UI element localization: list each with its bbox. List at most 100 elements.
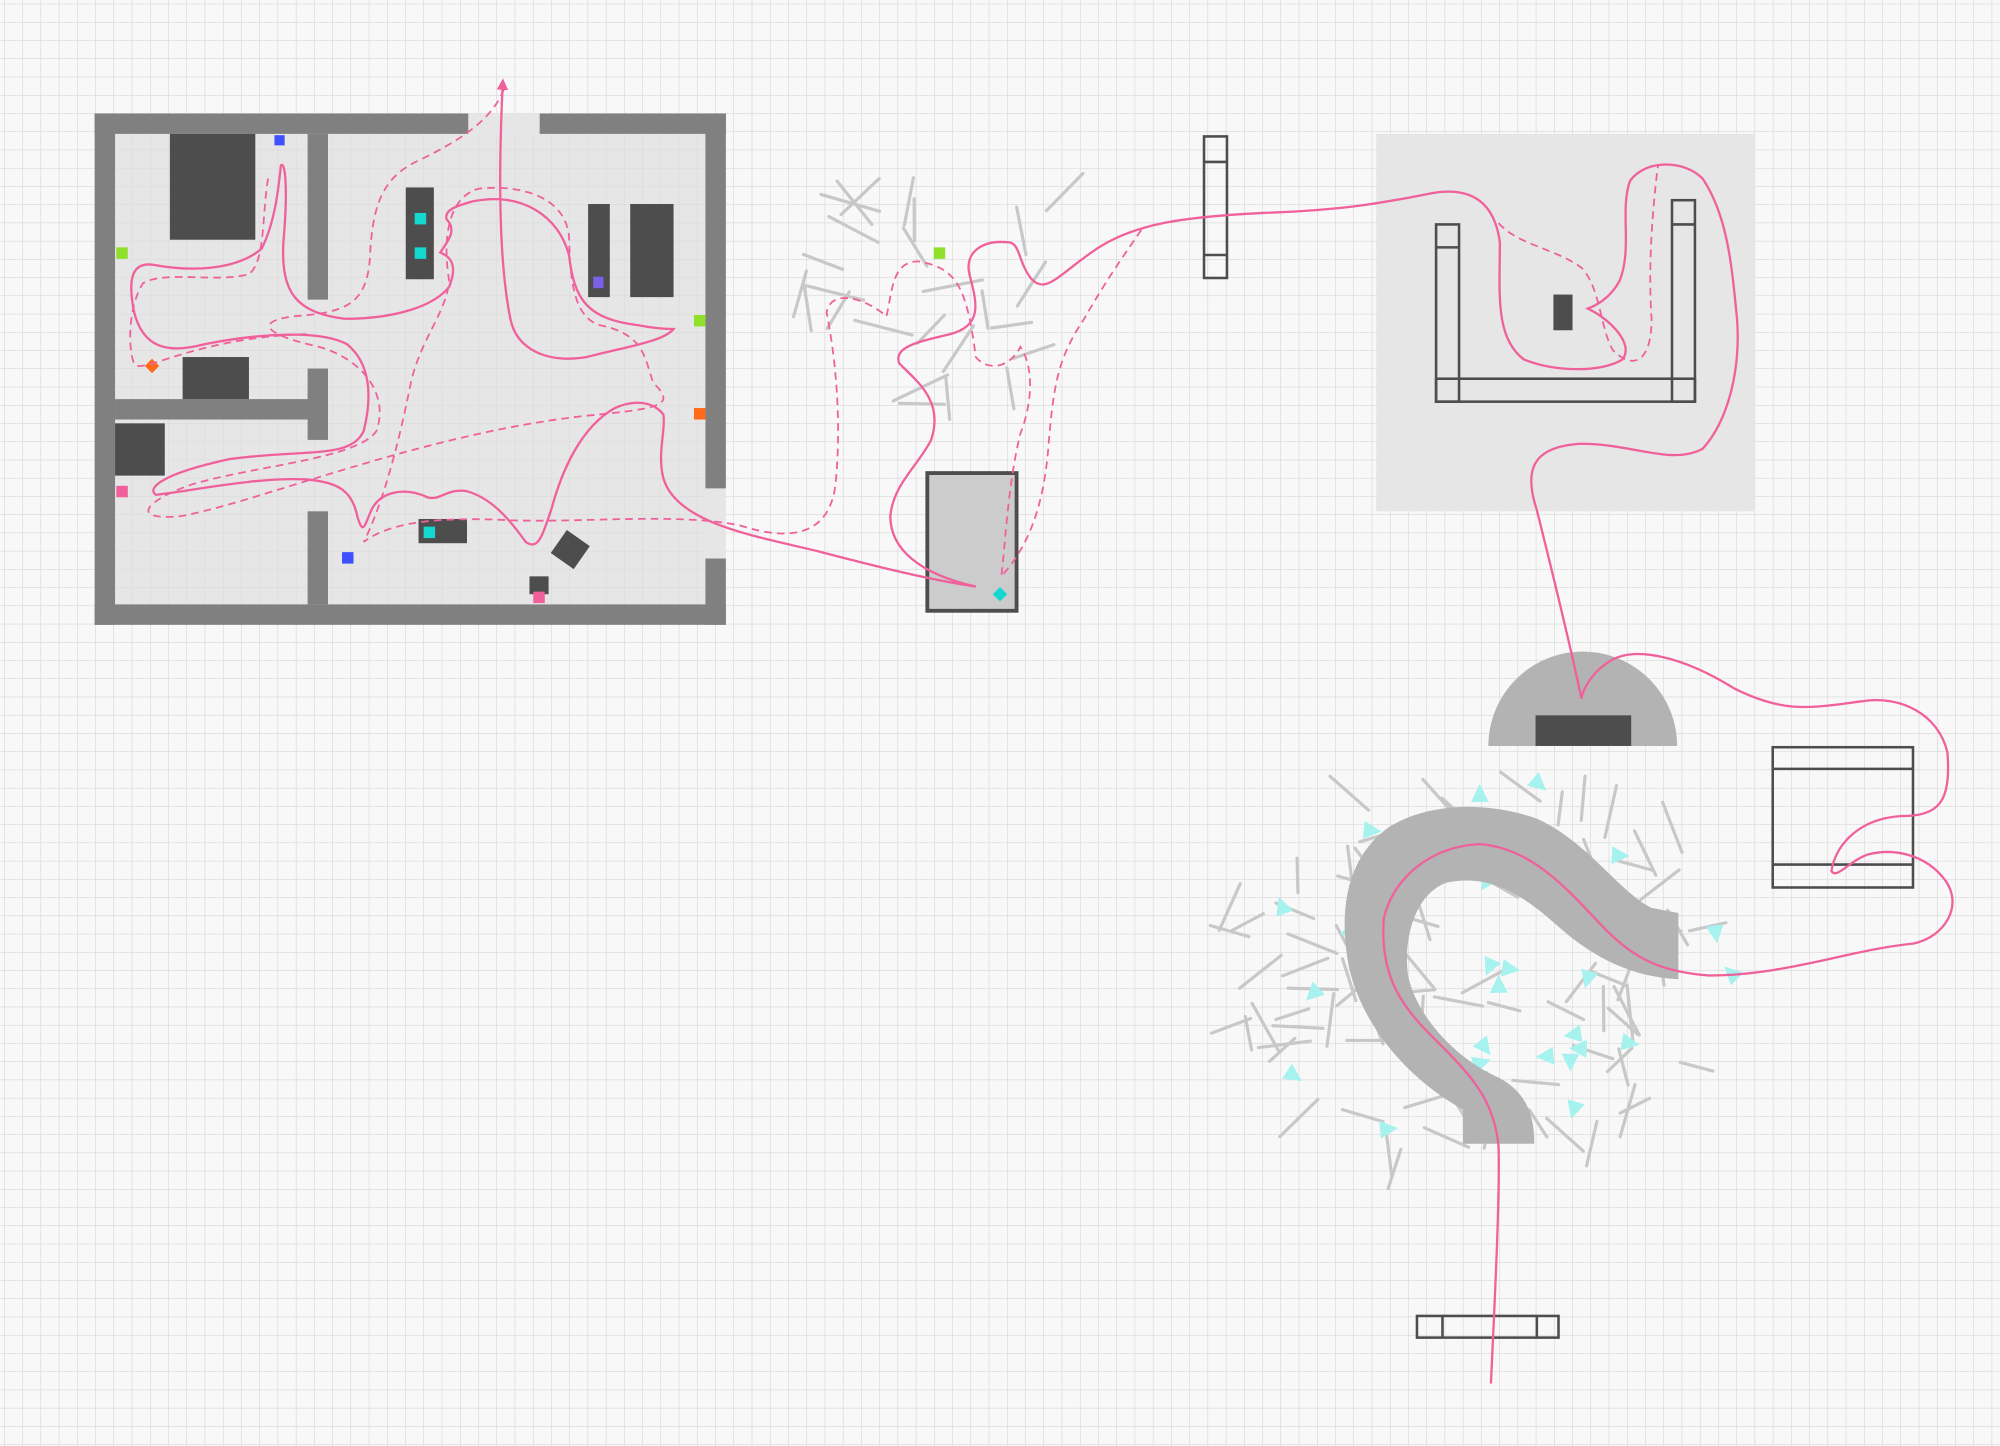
clutter-line (1005, 366, 1016, 411)
clutter-line (802, 282, 813, 333)
clutter-line (1615, 858, 1654, 872)
marker-blue (342, 552, 354, 564)
clutter-line (1208, 923, 1251, 939)
clutter-line (1527, 1108, 1549, 1139)
clutter-line (891, 373, 950, 403)
clutter-line (902, 176, 916, 227)
triangle-marker (1470, 784, 1489, 803)
clutter-line (921, 278, 985, 293)
clutter-line (1243, 1014, 1254, 1052)
clutter-line (1486, 1001, 1522, 1013)
triangle-marker (1362, 820, 1382, 839)
clutter-line (1421, 777, 1452, 812)
triangle-marker (1282, 1063, 1302, 1082)
clutter-line (1605, 1046, 1634, 1074)
triangle-marker (1276, 896, 1294, 917)
clutter-line (989, 320, 1034, 330)
clutter-line (1432, 995, 1485, 1008)
marker-cyan (423, 526, 436, 539)
triangle-marker (1567, 1099, 1585, 1119)
clutter-line (1325, 992, 1336, 1048)
clutter-line (1280, 956, 1330, 978)
clutter-line (1230, 912, 1265, 933)
clutter-line (980, 289, 990, 331)
clutter-line (1328, 774, 1371, 812)
marker-blue (274, 135, 285, 146)
clutter-line (1603, 783, 1619, 839)
marker-purple (593, 276, 604, 289)
clutter-line (1618, 1096, 1652, 1115)
clutter-line (1499, 770, 1542, 803)
clutter-line (1274, 1007, 1311, 1022)
marker-green (116, 247, 128, 259)
clutter-line (1210, 1016, 1253, 1035)
triangle-marker (1568, 1039, 1587, 1058)
marker-cyan (414, 212, 427, 225)
clutter-line (1632, 829, 1658, 877)
furniture (1553, 294, 1573, 331)
clutter-line (897, 401, 946, 406)
clutter-line (819, 192, 882, 213)
clutter-line (1546, 1000, 1586, 1022)
clutter-field-upper (791, 171, 1085, 421)
clutter-line (1237, 953, 1283, 990)
triangle-marker (1620, 1032, 1640, 1051)
clutter-line (1015, 260, 1048, 308)
planned-path-dashed-right (1497, 165, 1659, 362)
triangle-marker (1484, 955, 1502, 976)
clutter-line (1579, 774, 1587, 822)
triangle-marker (1563, 1024, 1583, 1043)
clutter-line (1639, 868, 1681, 902)
markers (116, 135, 706, 604)
shelf-box (1771, 745, 1915, 889)
triangle-marker (1581, 968, 1599, 989)
clutter-line (1556, 790, 1564, 827)
clutter-line (1404, 952, 1436, 990)
clutter-line (1295, 856, 1300, 895)
furniture (115, 133, 674, 595)
clutter-line (941, 324, 975, 374)
clutter-line (1250, 1001, 1280, 1052)
clutter-line (801, 252, 845, 271)
triangle-marker (1379, 1120, 1398, 1139)
clutter-line (1015, 205, 1028, 257)
marker-cyan-diamond (992, 586, 1008, 602)
clutter-line (1386, 1147, 1403, 1191)
ladder-gate-lower (1415, 1314, 1560, 1339)
triangle-marker (1489, 974, 1508, 994)
marker-green (933, 247, 946, 259)
clutter-line (1511, 1078, 1561, 1087)
clutter-line (1271, 1024, 1325, 1030)
triangle-marker (1705, 924, 1724, 944)
clutter-line (1678, 1060, 1715, 1073)
s-shaped-corridor (1344, 806, 1679, 1144)
goal-box (925, 471, 1019, 613)
clutter-line (901, 226, 929, 268)
ladder-gate-upper (1202, 135, 1229, 280)
triangle-marker (1724, 966, 1744, 986)
triangle-marker (1611, 846, 1630, 865)
clutter-line (1617, 1047, 1630, 1087)
planned-path-dashed (147, 88, 1143, 580)
clutter-line (1044, 171, 1085, 213)
planned-path-dashed-loop (129, 178, 307, 367)
clutter-line (1384, 1132, 1394, 1179)
clutter-line (1660, 800, 1684, 855)
clutter-line (805, 284, 866, 302)
clutter-line (839, 176, 881, 217)
triangle-marker (1561, 1053, 1580, 1072)
marker-orange (693, 408, 706, 420)
floor-plan (94, 113, 726, 625)
executed-path (130, 78, 1954, 1384)
clutter-line (827, 214, 880, 244)
clutter-line (1625, 983, 1635, 1042)
triangle-marker (1526, 772, 1547, 791)
clutter-line (1217, 882, 1242, 932)
clutter-line (1545, 1116, 1585, 1153)
triangle-marker (1305, 981, 1325, 1001)
clutter-line (1618, 1083, 1637, 1139)
triangle-marker (1500, 958, 1520, 977)
clutter-line (944, 376, 952, 421)
walls (94, 113, 726, 625)
